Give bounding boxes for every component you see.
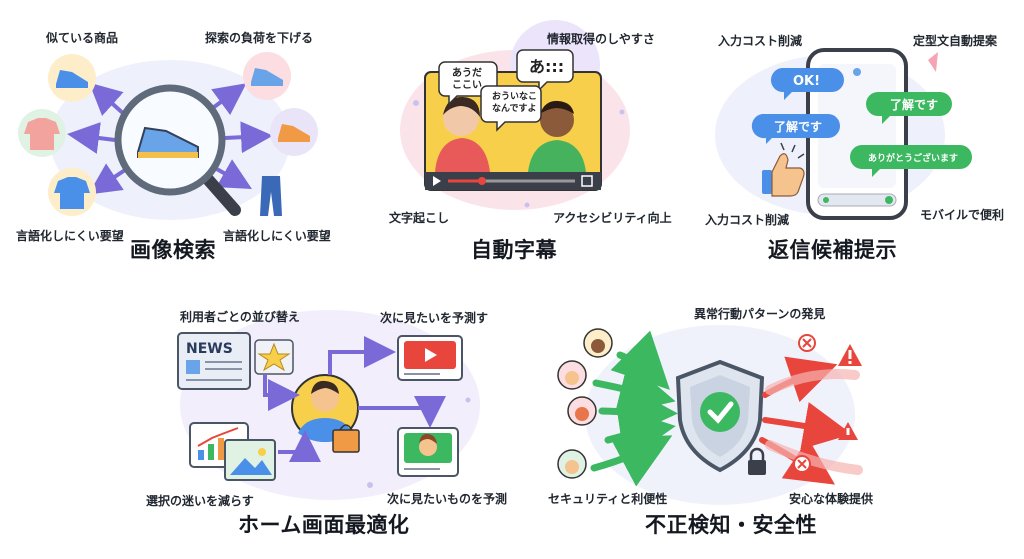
label-accessibility: アクセシビリティ向上 xyxy=(553,211,672,225)
check-icon xyxy=(700,392,740,432)
label-hard-to-verbalize-right: 言語化しにくい要望 xyxy=(223,229,331,243)
shopping-bag-icon xyxy=(332,429,360,453)
bubble-text: あうだここい xyxy=(452,66,482,91)
title-home-optimize: ホーム画面最適化 xyxy=(238,513,410,537)
bubble-text: おういなこなんですよ xyxy=(492,91,537,114)
arrow-icon xyxy=(67,82,273,195)
label-safe-experience: 安心な体験提供 xyxy=(789,492,874,506)
image-search-illustration xyxy=(18,52,318,220)
label-template-suggest: 定型文自動提案 xyxy=(913,34,998,48)
svg-text:OK!: OK! xyxy=(793,74,820,89)
shoe-icon xyxy=(251,68,283,86)
home-optimize-illustration: NEWS xyxy=(177,310,480,500)
label-mobile-convenient: モバイルで便利 xyxy=(920,208,1005,222)
auto-caption-illustration: あうだここい あ::: おういなこなんですよ xyxy=(400,20,630,210)
label-reduce-search-load: 探索の負荷を下げる xyxy=(205,31,314,45)
label-reduce-choice: 選択の迷いを減らす xyxy=(146,494,254,508)
play-icon[interactable] xyxy=(433,176,441,186)
title-reply-suggest: 返信候補提示 xyxy=(768,238,897,262)
woman-avatar xyxy=(443,100,479,136)
fullscreen-icon[interactable] xyxy=(581,175,593,187)
man-avatar xyxy=(540,103,574,137)
label-predict-next-top: 次に見たいを予測す xyxy=(380,311,489,325)
lock-icon xyxy=(748,460,766,475)
label-predict-next-bottom: 次に見たいものを予測 xyxy=(387,492,508,506)
message-input[interactable] xyxy=(817,193,897,207)
sweater-icon xyxy=(54,177,90,209)
send-icon[interactable] xyxy=(885,196,893,204)
play-icon xyxy=(425,348,437,362)
fraud-detect-illustration xyxy=(557,325,863,505)
speech-bubble xyxy=(516,49,574,92)
bubble-text: あ::: xyxy=(529,57,564,76)
svg-text:了解です: 了解です xyxy=(774,119,822,134)
label-anomaly-pattern: 異常行動パターンの発見 xyxy=(694,307,826,321)
speech-bubble xyxy=(480,85,542,132)
label-reorder-per-user: 利用者ごとの並び替え xyxy=(180,310,300,324)
title-auto-caption: 自動字幕 xyxy=(471,238,557,262)
jeans-icon xyxy=(260,176,282,216)
label-transcription: 文字起こし xyxy=(389,211,450,225)
suggestion-bubble-understood[interactable] xyxy=(751,114,840,144)
sweater-icon xyxy=(24,118,60,150)
svg-text:ありがとうございます: ありがとうございます xyxy=(868,152,958,164)
arrow-icon xyxy=(590,330,678,487)
label-input-cost-bottom: 入力コスト削減 xyxy=(705,213,790,227)
arrow-icon xyxy=(263,336,446,462)
label-input-cost-top: 入力コスト削減 xyxy=(718,34,803,48)
suggestion-bubble-ok[interactable] xyxy=(770,68,844,100)
suggestion-bubble-thanks[interactable] xyxy=(850,145,972,177)
reply-suggest-illustration: OK! 了解です 了解です ありがとうございます xyxy=(715,48,972,220)
news-label: NEWS xyxy=(186,341,233,357)
thumbs-up-icon xyxy=(762,153,805,197)
star-icon xyxy=(257,342,291,372)
label-findability: 情報取得のしやすさ xyxy=(547,32,655,46)
title-image-search: 画像検索 xyxy=(130,238,216,262)
suggestion-bubble-understood[interactable] xyxy=(866,92,952,124)
label-similar-products: 似ている商品 xyxy=(46,31,119,45)
svg-text:了解です: 了解です xyxy=(890,97,938,112)
shoe-icon xyxy=(56,70,88,88)
title-fraud-detect: 不正検知・安全性 xyxy=(645,513,817,537)
shoe-icon xyxy=(278,124,310,142)
label-hard-to-verbalize-left: 言語化しにくい要望 xyxy=(16,229,124,243)
label-security-convenience: セキュリティと利便性 xyxy=(548,492,668,506)
